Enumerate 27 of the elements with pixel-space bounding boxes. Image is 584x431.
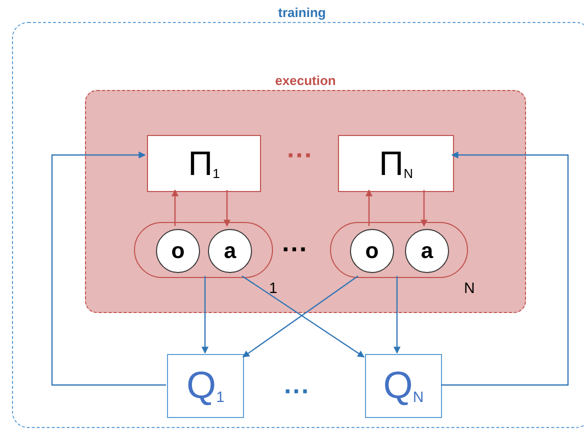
variable-label: o [171,240,185,262]
arrow [202,276,208,354]
arrow [172,189,178,226]
arrow [420,190,428,227]
variable-label: o [365,240,379,262]
variable-label: a [420,240,434,262]
ellipsis: ··· [287,142,313,168]
arrow [394,276,400,354]
policy-label: Π$_{N}$ [379,146,413,180]
agent-index: 1 [269,281,278,296]
policy-box [147,135,261,192]
variable-label: a [224,240,236,262]
critic-label: Q$_{N}$ [383,367,424,405]
arrow [51,152,166,386]
arrow [441,152,569,386]
critic-label: Q$_{1}$ [186,367,224,405]
ellipsis: ··· [284,378,310,404]
critic-box [167,354,244,418]
ellipsis: ··· [282,236,308,262]
critic-box [365,354,442,418]
agent-index: N [464,281,475,296]
group-title: execution [275,72,336,90]
arrow [366,189,372,226]
policy-box [338,135,454,192]
arrow [224,190,230,227]
group-title: training [278,4,326,22]
policy-label: Π$_{1}$ [188,146,220,180]
